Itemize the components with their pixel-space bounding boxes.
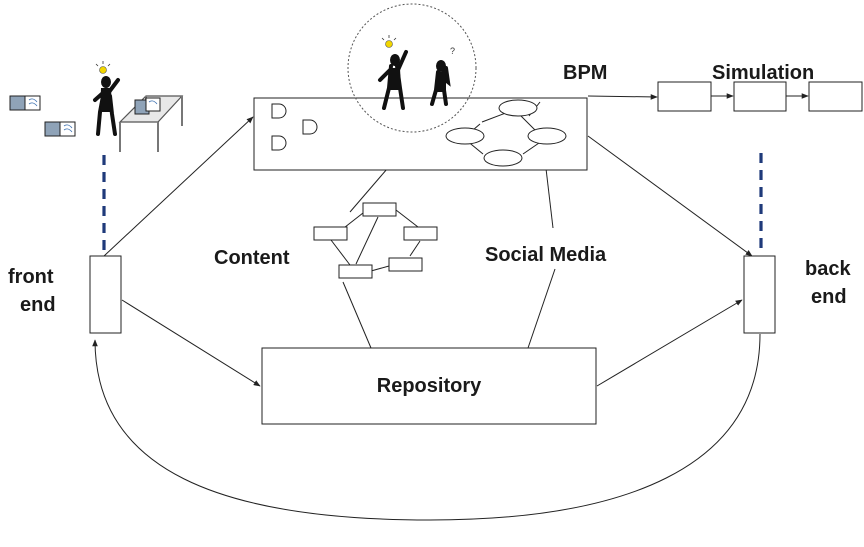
bpm-to-social-media-line — [544, 159, 554, 229]
process-graph — [445, 99, 567, 167]
connectors — [92, 93, 809, 521]
people-thinking-icon: ? — [378, 35, 455, 110]
content-node — [403, 226, 438, 241]
repository-to-backend-arrow — [596, 299, 743, 387]
content-node — [362, 202, 397, 217]
gate-icon — [271, 103, 287, 119]
content-label: Content — [214, 247, 290, 269]
bpm-label: BPM — [563, 62, 607, 84]
repository-label: Repository — [377, 375, 482, 397]
front-end-label-line1: front — [8, 266, 54, 288]
simulation-step-box — [657, 81, 712, 112]
back-end-box — [743, 255, 776, 334]
bpm-to-backend-arrow — [587, 135, 753, 257]
content-graph — [313, 202, 438, 279]
workbench-icon — [118, 95, 184, 152]
content-node — [338, 264, 373, 279]
brainstorm-circle — [347, 3, 477, 133]
simulation-step-box — [808, 81, 863, 112]
frontend-to-repository-arrow — [121, 299, 261, 387]
svg-text:?: ? — [450, 46, 455, 56]
social-media-label: Social Media — [485, 244, 607, 266]
front-end-label-line2: end — [20, 294, 56, 316]
gate-icon — [302, 119, 318, 135]
back-end-label-line1: back — [805, 258, 851, 280]
document-icon — [9, 95, 41, 111]
process-node — [483, 149, 523, 167]
simulation-steps — [657, 81, 863, 112]
simulation-label: Simulation — [712, 62, 814, 84]
backend-to-frontend-loop-arrow — [92, 333, 761, 521]
social-media-to-repository-line — [527, 268, 556, 349]
content-to-repository-line — [342, 281, 372, 349]
document-icon — [44, 121, 76, 137]
frontend-to-bpm-arrow — [103, 116, 254, 257]
process-node — [445, 127, 485, 145]
gate-icons — [271, 103, 318, 151]
process-node — [527, 127, 567, 145]
bpm-to-content-line — [349, 168, 388, 213]
back-end-label-line2: end — [811, 286, 847, 308]
gate-icon — [271, 135, 287, 151]
bpm-box — [253, 97, 588, 171]
content-node — [313, 226, 348, 241]
simulation-step-box — [733, 81, 787, 112]
content-node — [388, 257, 423, 272]
process-node — [498, 99, 538, 117]
person-with-idea-icon — [93, 61, 120, 136]
front-end-box — [89, 255, 122, 334]
repository-box — [261, 347, 597, 425]
bpm-to-simulation-arrow — [587, 94, 658, 100]
